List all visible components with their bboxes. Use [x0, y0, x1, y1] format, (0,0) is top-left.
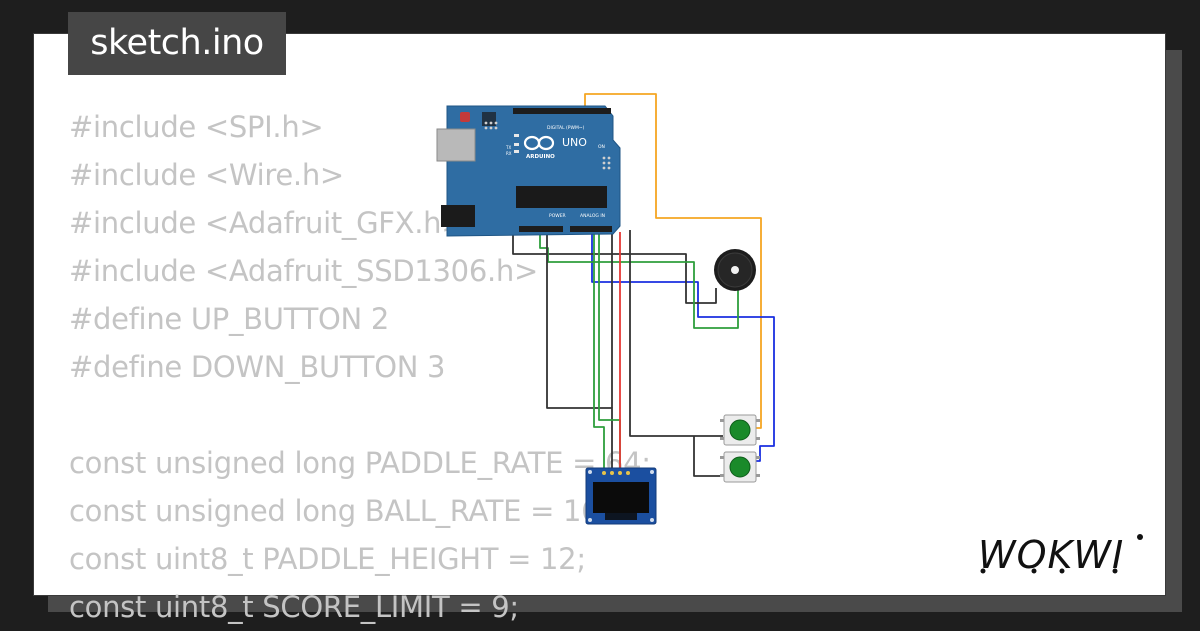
code-line: const unsigned long BALL_RATE = 16; — [69, 494, 609, 528]
file-tab: sketch.ino — [68, 12, 286, 75]
wokwi-logo-text: WOKWI — [978, 533, 1124, 577]
tx-led-label: TX — [505, 145, 511, 150]
code-line: #include <Adafruit_SSD1306.h> — [69, 254, 538, 288]
oled-display — [585, 467, 657, 525]
rx-led-label: RX — [506, 151, 512, 156]
code-line: #define UP_BUTTON 2 — [69, 302, 389, 336]
code-line: #include <Adafruit_GFX.h> — [69, 206, 466, 240]
wire-orange — [584, 93, 762, 429]
code-line: const uint8_t PADDLE_HEIGHT = 12; — [69, 542, 586, 576]
push-button-down — [720, 451, 760, 483]
power-pins-label: POWER — [549, 213, 566, 219]
wire-green-sda — [593, 232, 605, 470]
arduino-model-label: UNO — [562, 136, 587, 149]
arduino-uno-board: UNO ARDUINO DIGITAL (PWM~) POWER ANALOG … — [436, 105, 621, 237]
arduino-logo-icon — [523, 135, 555, 151]
code-preview: #include <SPI.h> #include <Wire.h> #incl… — [69, 103, 651, 631]
arduino-brand-label: ARDUINO — [526, 154, 555, 160]
buzzer — [714, 249, 756, 291]
code-line: #include <SPI.h> — [69, 110, 324, 144]
wire-green-scl — [598, 232, 621, 470]
code-line: #define DOWN_BUTTON 3 — [69, 350, 446, 384]
code-line: const unsigned long PADDLE_RATE = 64; — [69, 446, 651, 480]
wokwi-logo: WOKWI — [978, 533, 1143, 577]
code-line: #include <Wire.h> — [69, 158, 344, 192]
analog-pins-label: ANALOG IN — [580, 213, 605, 219]
on-led-label: ON — [598, 144, 605, 150]
push-button-up — [720, 414, 760, 446]
digital-pins-label: DIGITAL (PWM~) — [547, 125, 585, 131]
wire-black-buttons — [629, 230, 723, 477]
wire-green-buzzer — [539, 230, 739, 329]
code-line: const uint8_t SCORE_LIMIT = 9; — [69, 590, 519, 624]
wire-black-oled — [546, 235, 613, 470]
